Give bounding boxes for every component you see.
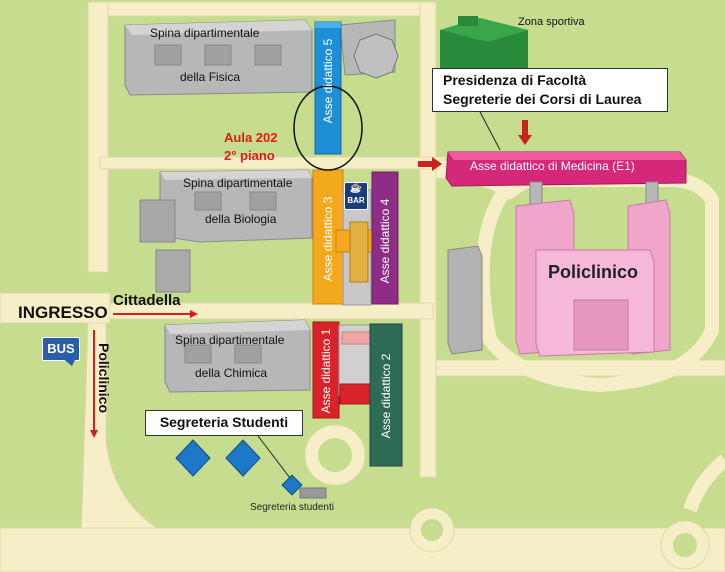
arrow-policlinico-head [90, 430, 98, 438]
ingresso-label: INGRESSO [18, 303, 108, 322]
fisica-building [124, 19, 313, 96]
diamond-building-1 [175, 439, 211, 477]
segreteria-building [281, 474, 303, 496]
arrow-down-medicina [518, 120, 532, 145]
arrow-to-medicina [418, 157, 442, 171]
biologia-label-line1: Spina dipartimentale [183, 176, 293, 190]
sport-zone-building [440, 16, 528, 82]
rotunda [353, 33, 399, 79]
diamond-building-2 [225, 439, 261, 477]
roundabout-east-island [673, 533, 697, 557]
arrow-cittadella-head [190, 310, 198, 318]
biologia-label-line2: della Biologia [205, 212, 277, 226]
bus-pointer [62, 358, 76, 366]
road-central-vertical [419, 1, 437, 478]
biologia-building [139, 169, 313, 243]
road-east-curve [683, 454, 725, 513]
bus-icon: BUS [42, 337, 80, 361]
aula-202-label: Aula 202 [224, 130, 278, 145]
coffee-cup-icon: ☕ [349, 183, 363, 194]
fisica-label-line2: della Fisica [180, 70, 241, 84]
policlinico-building-label: Policlinico [548, 262, 639, 282]
road-top [87, 1, 431, 17]
presidenza-box: Presidenza di Facoltà Segreterie dei Cor… [432, 68, 668, 112]
segreteria-pointer [254, 431, 291, 479]
segreteria-studenti-box: Segreteria Studenti [145, 410, 303, 436]
asse-3-label: Asse didattico 3 [321, 196, 335, 282]
policlinico-road-label: Policlinico [96, 342, 112, 413]
segreteria-studenti-small-label: Segreteria studenti [250, 502, 334, 513]
fisica-label-line1: Spina dipartimentale [150, 26, 260, 40]
zona-sportiva-label: Zona sportiva [518, 16, 585, 28]
aula-202-floor-label: 2° piano [224, 148, 275, 163]
asse-4-building [371, 171, 399, 305]
bus-label: BUS [47, 341, 75, 356]
chimica-label-line2: della Chimica [195, 366, 268, 380]
chimica-label-line1: Spina dipartimentale [175, 333, 285, 347]
bar-icon: ☕ BAR [344, 182, 368, 210]
bar-label: BAR [347, 196, 365, 205]
cittadella-label: Cittadella [113, 292, 181, 309]
presidenza-line1: Presidenza di Facoltà [443, 72, 587, 88]
presidenza-pointer [477, 107, 501, 151]
asse-5-label: Asse didattico 5 [321, 38, 335, 124]
roundabout-plaza-island [318, 438, 352, 472]
asse-1-label: Asse didattico 1 [319, 328, 333, 414]
segreteria-annex [299, 487, 327, 499]
policlinico-building [515, 199, 671, 357]
roundabout-center-island [421, 519, 443, 541]
presidenza-line2: Segreterie dei Corsi di Laurea [443, 91, 642, 107]
road-bottom [0, 527, 725, 572]
asse-medicina-label: Asse didattico di Medicina (E1) [470, 159, 635, 173]
aula-202-highlight [293, 85, 363, 171]
asse-1-building [312, 321, 340, 419]
chimica-building [164, 319, 311, 393]
road-entrance [0, 292, 111, 324]
asse-4-label: Asse didattico 4 [378, 198, 392, 284]
road-left-upper [87, 1, 109, 273]
asse-2-label: Asse didattico 2 [379, 353, 393, 439]
medicina-building [445, 151, 687, 205]
gray-building-west [155, 249, 191, 293]
asse-2-building [369, 323, 403, 467]
gray-slab-building [447, 245, 483, 355]
